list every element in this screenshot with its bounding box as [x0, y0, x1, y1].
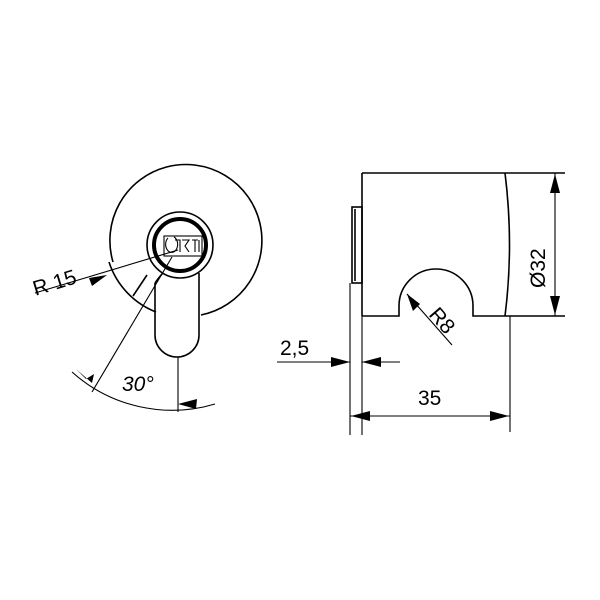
angle-arc	[71, 371, 216, 411]
angle-label: 30°	[122, 373, 154, 396]
thickness-arrow-left	[331, 357, 350, 367]
radius-label: R 15	[30, 266, 79, 301]
length-arrow-right	[490, 411, 509, 421]
length-arrow-left	[351, 411, 370, 421]
mount-plate	[351, 206, 363, 284]
lever-wedge	[132, 274, 148, 297]
length-label: 35	[418, 387, 441, 410]
diameter-arrow-bottom	[550, 296, 560, 315]
angle-ref-line-slanted	[91, 256, 173, 393]
keyway-logo-icon	[163, 235, 203, 257]
notch-radius-label: R8	[424, 303, 459, 338]
angle-arrow-right	[178, 399, 197, 409]
r15-arrowhead	[89, 275, 107, 286]
diameter-arrow-top	[550, 174, 560, 193]
rosette-outline	[109, 163, 263, 316]
thickness-label: 2,5	[280, 337, 309, 360]
r15-leader-line	[34, 249, 179, 294]
r8-arrowhead	[407, 294, 420, 311]
side-view: Ø32 R8 2,5 35	[277, 172, 565, 435]
body-right-curved-face	[504, 172, 511, 317]
cylinder-collar	[146, 211, 214, 279]
thickness-arrow-right	[362, 357, 381, 367]
rosette-inner-arc	[108, 261, 157, 313]
cylinder-face	[152, 217, 208, 273]
body-bottom-edge-with-notch	[362, 268, 565, 317]
diameter-label: Ø32	[527, 248, 550, 288]
front-view: R 15 30°	[30, 163, 263, 412]
angle-arrow-left	[76, 369, 94, 383]
lever-outline	[154, 283, 200, 358]
